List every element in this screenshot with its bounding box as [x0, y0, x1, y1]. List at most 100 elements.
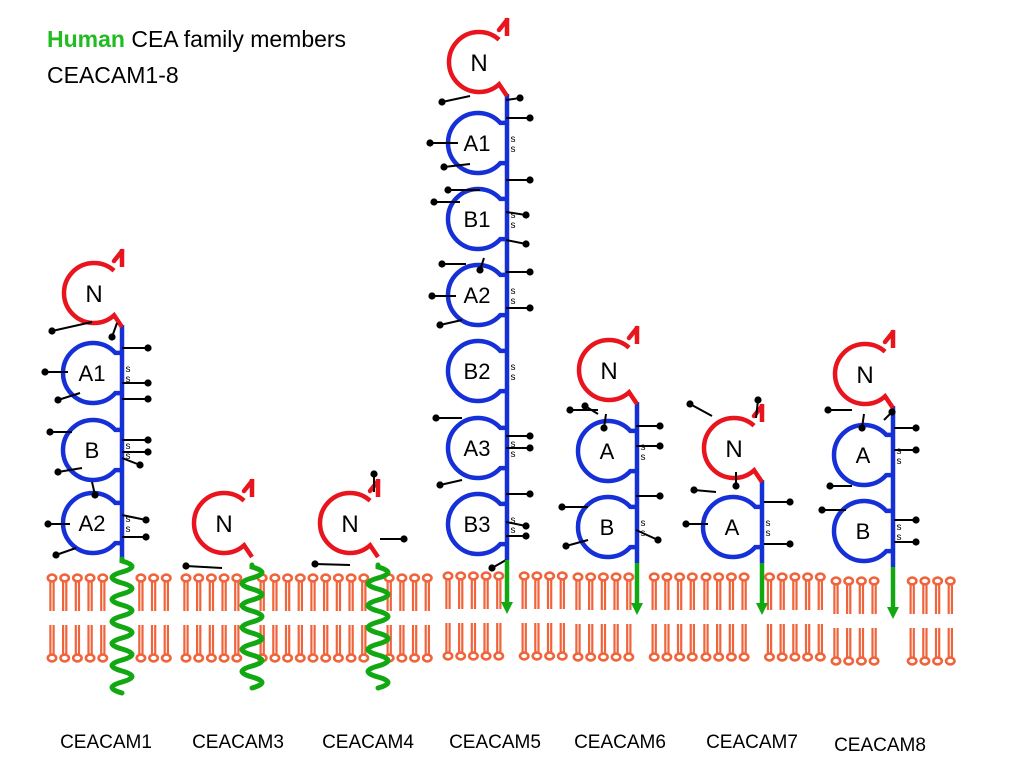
lipid-head	[674, 652, 686, 662]
lipid-head	[556, 651, 568, 661]
glycan-dot	[440, 163, 448, 171]
disulfide-label: s	[511, 439, 516, 450]
glycan-dot	[526, 268, 534, 276]
lipid-head	[493, 571, 505, 581]
glycan-dot	[426, 139, 434, 147]
lipid-head	[585, 652, 597, 662]
ig-domain-label: A2	[79, 511, 106, 536]
lipid-head	[307, 573, 319, 583]
n-domain-loop	[61, 260, 124, 329]
lipid-head	[597, 572, 609, 582]
n-domain-label: N	[856, 362, 873, 389]
lipid-head	[59, 573, 71, 583]
lipid-head	[493, 651, 505, 661]
ig-domain-label: B	[856, 519, 871, 544]
glycan-stalk	[185, 565, 223, 569]
lipid-head	[661, 572, 673, 582]
lipid-head	[294, 653, 306, 663]
lipid-head	[944, 576, 956, 586]
disulfide-label: s	[511, 220, 516, 231]
glycan-dot	[52, 551, 60, 559]
lipid-head	[700, 652, 712, 662]
lipid-head	[789, 572, 801, 582]
lipid-head	[442, 571, 454, 581]
lipid-head	[686, 652, 698, 662]
n-domain-hook	[496, 17, 510, 33]
glycan-dot	[136, 461, 144, 469]
n-domain-label: N	[725, 436, 742, 463]
n-domain-loop	[576, 337, 639, 406]
lipid-head	[556, 571, 568, 581]
transmembrane-helix	[365, 562, 391, 691]
lipid-head	[855, 576, 867, 586]
glycan-stalk	[693, 489, 717, 493]
glycan-dot	[912, 446, 920, 454]
lipid-head	[480, 571, 492, 581]
disulfide-label: s	[897, 446, 902, 457]
glycan-stalk	[121, 514, 147, 521]
glycan-dot	[144, 379, 152, 387]
disulfide-label: s	[511, 134, 516, 145]
lipid-head	[396, 573, 408, 583]
lipid-head	[97, 573, 109, 583]
lipid-head	[46, 573, 58, 583]
lipid-head	[814, 652, 826, 662]
lipid-bilayer	[830, 576, 956, 666]
glycan-dot	[912, 538, 920, 546]
disulfide-label: s	[511, 296, 516, 307]
glycan-dot	[436, 321, 444, 329]
figure-title: Human CEA family members	[47, 26, 346, 53]
disulfide-label: s	[641, 452, 646, 463]
lipid-head	[725, 652, 737, 662]
lipid-head	[148, 573, 160, 583]
glycan-dot	[581, 402, 589, 410]
glycan-dot	[488, 564, 496, 572]
glycan-stalk	[51, 321, 93, 332]
n-domain-loop	[701, 415, 764, 484]
lipid-head	[544, 651, 556, 661]
lipid-head	[358, 653, 370, 663]
lipid-head	[623, 572, 635, 582]
lipid-head	[358, 573, 370, 583]
disulfide-label: s	[511, 286, 516, 297]
lipid-head	[282, 653, 294, 663]
lipid-bilayer	[46, 573, 172, 663]
lipid-bilayer	[572, 572, 698, 662]
n-domain-label: N	[470, 50, 487, 77]
n-domain-hook	[111, 248, 125, 264]
glycan-dot	[566, 406, 574, 414]
glycan-dot	[91, 491, 99, 499]
lipid-head	[830, 576, 842, 586]
glycan-dot	[522, 240, 530, 248]
glycan-dot	[432, 414, 440, 422]
lipid-head	[97, 653, 109, 663]
lipid-head	[919, 576, 931, 586]
lipid-head	[71, 653, 83, 663]
glycan-dot	[526, 304, 534, 312]
glycan-stalk	[314, 563, 351, 566]
lipid-head	[332, 573, 344, 583]
lipid-head	[345, 653, 357, 663]
lipid-head	[345, 573, 357, 583]
disulfide-label: s	[511, 515, 516, 526]
lipid-head	[59, 653, 71, 663]
lipid-head	[231, 573, 243, 583]
lipid-head	[205, 653, 217, 663]
disulfide-label: s	[126, 374, 131, 385]
protein-name-label: CEACAM3	[192, 732, 284, 753]
lipid-head	[193, 653, 205, 663]
lipid-head	[814, 572, 826, 582]
lipid-head	[738, 572, 750, 582]
lipid-head	[932, 576, 944, 586]
lipid-head	[686, 572, 698, 582]
lipid-head	[531, 651, 543, 661]
lipid-head	[84, 653, 96, 663]
disulfide-label: s	[897, 532, 902, 543]
lipid-head	[738, 652, 750, 662]
title-highlight: Human	[47, 26, 125, 52]
lipid-head	[135, 653, 147, 663]
glycan-dot	[44, 520, 52, 528]
lipid-head	[919, 656, 931, 666]
lipid-head	[396, 653, 408, 663]
